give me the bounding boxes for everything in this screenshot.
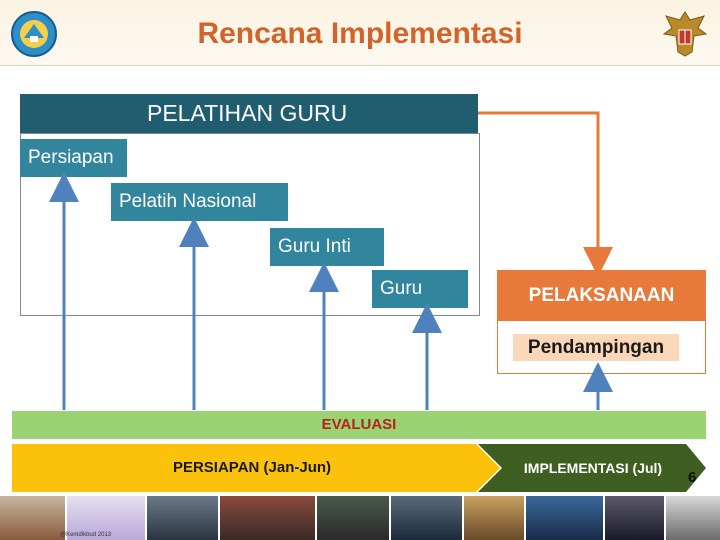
photo-officials	[604, 496, 665, 540]
step-guru-inti: Guru Inti	[270, 228, 384, 266]
slide-title: Rencana Implementasi	[197, 17, 523, 50]
photo-class	[220, 496, 316, 540]
garuda-emblem-icon	[660, 8, 710, 60]
step-persiapan: Persiapan	[20, 139, 127, 177]
ministry-logo-icon	[10, 8, 58, 60]
timeline-phase-1: PERSIAPAN (Jan-Jun)	[172, 459, 332, 476]
photo-caption: @Kemdikbud 2013	[60, 532, 112, 538]
training-header: PELATIHAN GURU	[20, 94, 478, 133]
step-pelatih-nasional: Pelatih Nasional	[111, 183, 288, 221]
slide-number: 6	[688, 469, 697, 486]
header-band	[0, 0, 720, 66]
timeline-phase-2-shape	[478, 444, 706, 492]
execution-header: PELAKSANAAN	[497, 270, 706, 321]
photo-strip	[0, 496, 720, 540]
photo-chess	[666, 496, 720, 540]
photo-medals	[464, 496, 524, 540]
photo-explosion	[0, 496, 66, 540]
mentoring-tag: Pendampingan	[513, 334, 679, 361]
arrow-training-to-pelaksanaan	[478, 111, 613, 277]
evaluation-bar: EVALUASI	[12, 411, 706, 439]
photo-stage	[525, 496, 603, 540]
photo-computer-lab	[390, 496, 463, 540]
step-guru: Guru	[372, 270, 468, 308]
photo-logo-collage	[67, 496, 145, 540]
timeline-phase-2: IMPLEMENTASI (Jul)	[523, 460, 663, 476]
photo-ceremony	[317, 496, 389, 540]
photo-students	[146, 496, 219, 540]
timeline-phase-1-shape	[12, 444, 500, 492]
